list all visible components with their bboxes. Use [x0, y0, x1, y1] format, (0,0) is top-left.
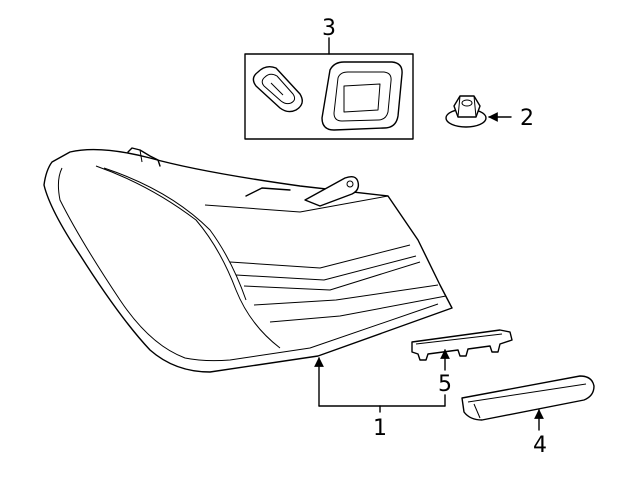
part-4-molding — [461, 375, 595, 431]
callout-4: 4 — [533, 433, 547, 458]
part-3-grommet-kit — [244, 37, 414, 140]
large-grommet — [321, 61, 403, 131]
part-5-bracket — [411, 329, 513, 371]
callout-3: 3 — [322, 16, 336, 41]
callout-5: 5 — [438, 372, 452, 397]
part-1-tail-lamp — [43, 147, 453, 373]
callout-1: 1 — [373, 416, 387, 441]
leader-group-1 — [314, 357, 446, 413]
small-grommet — [252, 65, 303, 113]
callout-2: 2 — [520, 106, 534, 131]
part-2-flange-nut — [445, 95, 512, 128]
